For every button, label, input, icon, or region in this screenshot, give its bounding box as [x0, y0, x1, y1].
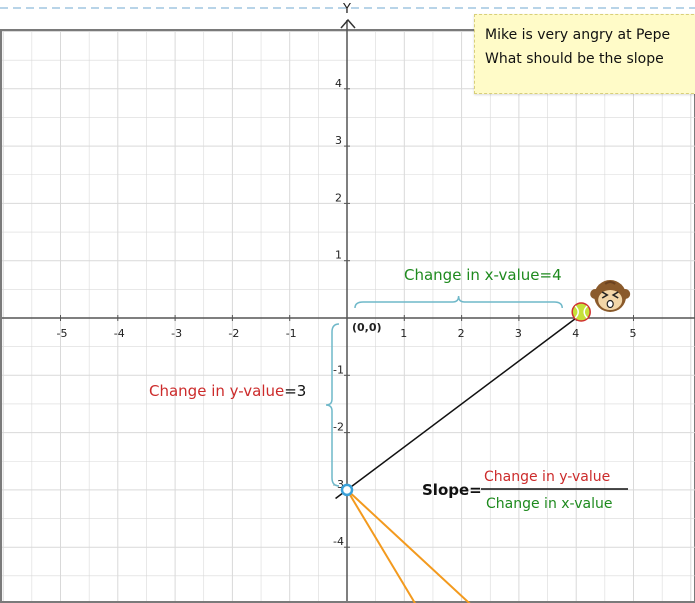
slope-line — [346, 317, 577, 491]
change-in-y-brace — [325, 323, 340, 487]
y-tick-label: 2 — [335, 191, 342, 204]
y-tick-label: -3 — [333, 478, 344, 491]
slope-denominator: Change in x-value — [486, 496, 612, 512]
origin-label: (0,0) — [352, 321, 382, 334]
tennis-ball-icon — [571, 302, 591, 322]
start-point[interactable] — [340, 483, 354, 497]
change-in-y-text: Change in y-value — [149, 382, 284, 400]
change-in-y-label: Change in y-value=3 — [149, 382, 306, 400]
y-tick-label: 3 — [335, 134, 342, 147]
problem-note: Mike is very angry at Pepe What should b… — [474, 14, 695, 94]
y-axis-name: Y — [342, 2, 351, 17]
orange-ray — [346, 489, 417, 603]
x-tick-label: 2 — [458, 327, 465, 340]
change-in-x-brace — [354, 295, 563, 309]
plot-frame — [0, 29, 695, 603]
change-in-y-value: =3 — [284, 382, 306, 400]
tick-labels: -5 -4 -3 -2 -1 1 2 3 4 5 4 3 2 1 -1 -2 -3 -4 — [57, 77, 637, 548]
y-tick-label: 1 — [335, 249, 342, 262]
slope-numerator: Change in y-value — [484, 469, 610, 485]
x-tick-label: 1 — [400, 327, 407, 340]
line-segments — [335, 317, 577, 603]
orange-ray — [346, 489, 471, 603]
change-in-x-label: Change in x-value=4 — [404, 266, 562, 284]
monkey-face-icon — [590, 280, 631, 312]
change-in-x-text: Change in x-value — [404, 266, 540, 284]
x-tick-label: -2 — [228, 327, 239, 340]
x-tick-label: 3 — [515, 327, 522, 340]
x-tick-label: 5 — [630, 327, 637, 340]
y-tick-label: 4 — [335, 77, 342, 90]
y-tick-label: -2 — [333, 421, 344, 434]
y-tick-label: -4 — [333, 535, 344, 548]
y-axis-arrow — [340, 18, 356, 29]
change-in-x-value: =4 — [540, 266, 562, 284]
x-tick-label: -1 — [286, 327, 297, 340]
problem-line-2: What should be the slope — [485, 51, 664, 67]
x-tick-label: -4 — [114, 327, 125, 340]
problem-line-1: Mike is very angry at Pepe — [485, 27, 671, 43]
x-tick-label: 4 — [572, 327, 579, 340]
x-tick-label: -5 — [57, 327, 68, 340]
slope-label: Slope= — [422, 481, 482, 499]
x-tick-label: -3 — [171, 327, 182, 340]
y-tick-label: -1 — [333, 363, 344, 376]
